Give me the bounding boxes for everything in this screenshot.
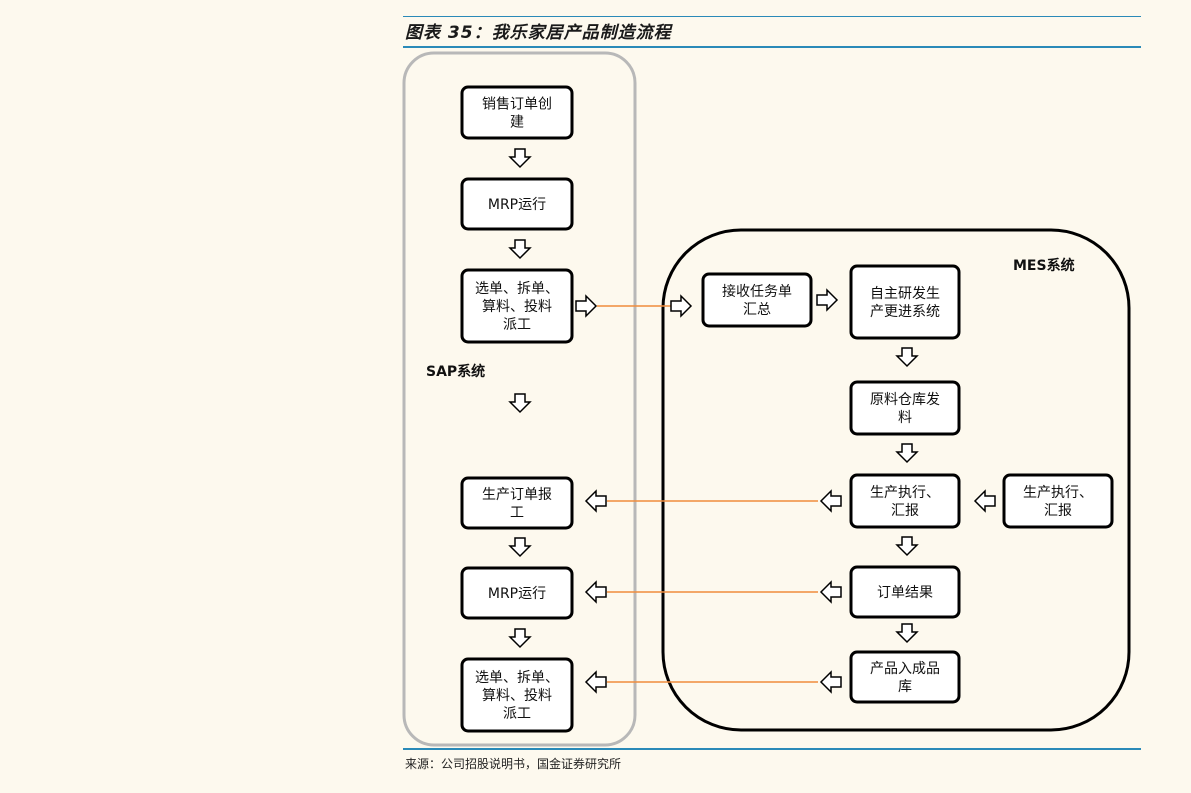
process-box-mes7 <box>1002 473 1114 529</box>
process-box-mes2 <box>849 264 961 340</box>
caption-rule <box>403 46 1141 48</box>
process-box-mes5 <box>849 565 961 619</box>
down-arrow-icon <box>508 537 532 558</box>
left-arrow-icon <box>819 489 842 513</box>
left-arrow-icon <box>819 670 842 694</box>
process-box-label: 工 <box>510 505 524 521</box>
sap-container <box>402 51 637 747</box>
process-box-label: 料 <box>898 410 912 426</box>
process-box-label: 算料、投料 <box>482 688 552 704</box>
down-arrow-icon <box>895 443 919 464</box>
mes-system-label: MES系统 <box>1013 257 1075 274</box>
process-box-sap4 <box>460 476 574 530</box>
process-box-label: 汇报 <box>891 503 919 519</box>
process-box-label: 生产执行、 <box>870 485 940 501</box>
mes-container <box>661 228 1131 732</box>
process-box-sap5 <box>460 566 574 620</box>
process-box-label: 汇报 <box>1044 503 1072 519</box>
process-box-label: 自主研发生 <box>870 286 940 302</box>
process-box-label: 选单、拆单、 <box>475 281 559 297</box>
top-rule <box>403 16 1141 17</box>
down-arrow-icon <box>508 393 532 414</box>
process-box-label: 算料、投料 <box>482 299 552 315</box>
down-arrow-icon <box>508 148 532 169</box>
process-box-label: 产品入成品 <box>870 661 940 677</box>
process-box-label: 建 <box>510 115 524 131</box>
process-box-mes3 <box>849 380 961 436</box>
process-box-label: 接收任务单 <box>722 283 792 300</box>
source-rule <box>403 748 1141 750</box>
process-box-mes1 <box>701 272 813 328</box>
sap-system-label: SAP系统 <box>426 363 485 380</box>
process-box-sap6 <box>460 657 574 733</box>
left-arrow-icon <box>819 580 842 604</box>
figure-caption: 图表 35：我乐家居产品制造流程 <box>405 23 672 43</box>
right-arrow-icon <box>575 294 598 318</box>
process-box-sap1 <box>460 85 574 140</box>
process-box-label: 生产执行、 <box>1023 485 1093 501</box>
process-box-sap2 <box>460 177 574 231</box>
process-box-label: 汇总 <box>743 302 771 318</box>
process-box-label: 产更进系统 <box>870 304 940 320</box>
right-arrow-icon <box>670 294 693 318</box>
down-arrow-icon <box>895 536 919 557</box>
down-arrow-icon <box>895 347 919 368</box>
process-box-label: 订单结果 <box>877 585 933 601</box>
process-box-label: MRP运行 <box>488 197 546 213</box>
process-box-mes6 <box>849 650 961 704</box>
left-arrow-icon <box>584 580 607 604</box>
process-box-mes4 <box>849 473 961 529</box>
process-box-label: 选单、拆单、 <box>475 670 559 686</box>
process-box-label: 库 <box>898 679 912 695</box>
left-arrow-icon <box>584 489 607 513</box>
left-arrow-icon <box>584 670 607 694</box>
down-arrow-icon <box>508 628 532 649</box>
process-box-label: 生产订单报 <box>482 487 552 503</box>
right-arrow-icon <box>816 288 839 312</box>
process-box-label: MRP运行 <box>488 586 546 602</box>
left-arrow-icon <box>973 489 996 513</box>
down-arrow-icon <box>895 623 919 644</box>
process-box-label: 原料仓库发 <box>870 392 940 408</box>
process-box-label: 派工 <box>503 706 531 722</box>
process-box-label: 派工 <box>503 317 531 333</box>
source-note: 来源：公司招股说明书，国金证券研究所 <box>405 757 622 771</box>
down-arrow-icon <box>508 239 532 260</box>
process-box-sap3 <box>460 268 574 344</box>
process-box-label: 销售订单创 <box>482 97 552 113</box>
